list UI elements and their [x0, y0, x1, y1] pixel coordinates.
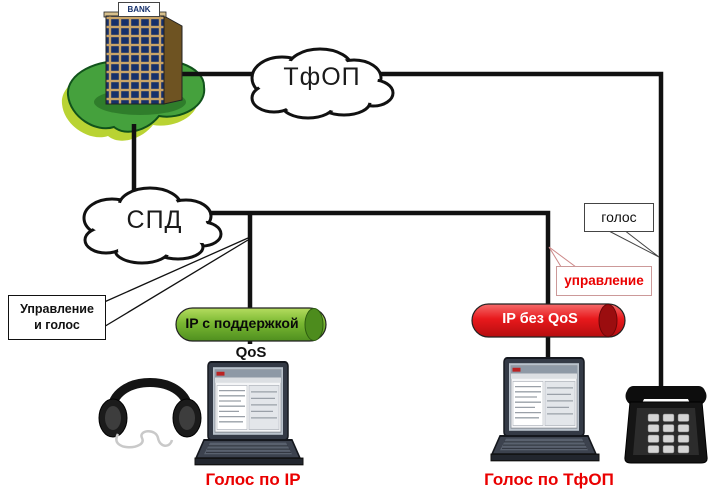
phone-icon [624, 386, 708, 464]
no-qos-pipe-shape [471, 303, 626, 338]
voip-caption: Голос по IP [205, 470, 301, 489]
laptop-pstn-illustration [490, 357, 600, 462]
spd-cloud-label: СПД [126, 206, 183, 234]
laptop-voip-illustration [194, 361, 304, 466]
no-qos-pipe-label: IP без QoS [502, 311, 578, 327]
qos-pipe-sublabel: QoS [228, 344, 274, 361]
callout-lines [101, 237, 249, 329]
management-callout: управление [556, 266, 652, 296]
pstn-voice-caption: Голос по ТфОП [484, 470, 614, 489]
pstn-cloud-label: ТфОП [283, 63, 361, 91]
spd-cloud-shape [82, 186, 223, 265]
voice-callout-tail [606, 229, 660, 258]
pstn-cloud-shape [250, 47, 395, 120]
building-illustration [103, 11, 183, 105]
building-sign: BANK [118, 2, 160, 17]
management-and-voice-callout: Управление и голос [8, 295, 106, 340]
voice-callout: голос [584, 203, 654, 232]
qos-pipe-shape [175, 307, 327, 342]
headset-icon [98, 378, 202, 449]
qos-pipe-label: IP с поддержкой [185, 315, 299, 331]
line-spd-noqos [200, 210, 551, 305]
